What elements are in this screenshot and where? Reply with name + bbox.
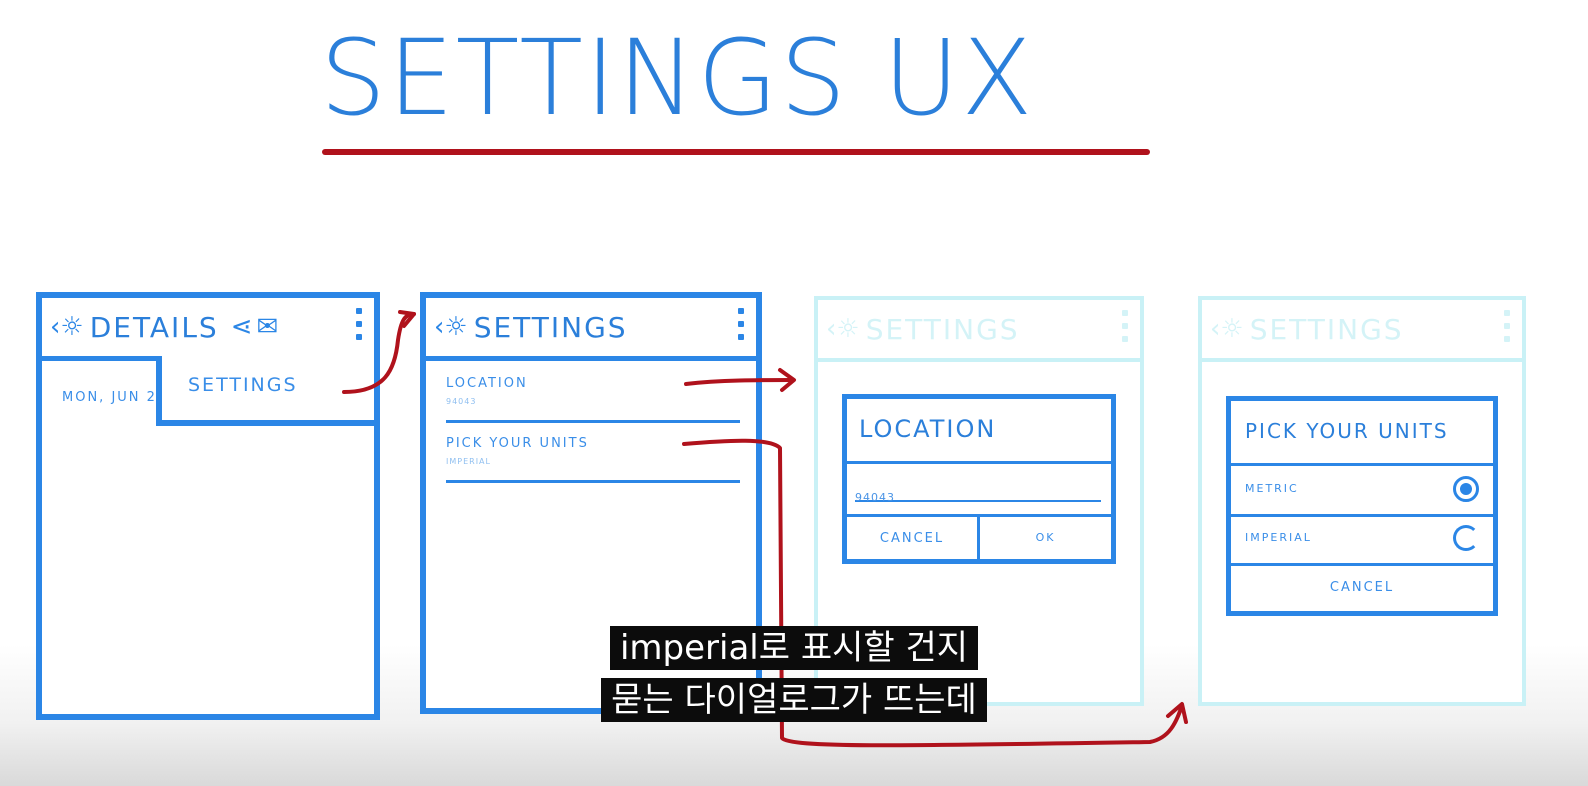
cancel-button: CANCEL	[847, 517, 980, 559]
imperial-radio-unselected	[1453, 525, 1479, 551]
subtitle-text-2: 묻는 다이얼로그가 뜨는데	[601, 678, 987, 722]
location-dialog: LOCATION 94043 CANCEL OK	[842, 394, 1116, 564]
units-cancel-label: CANCEL	[1329, 580, 1395, 595]
settings-title: SETTINGS	[473, 310, 628, 344]
arrowhead-3	[1166, 702, 1188, 724]
back-chevron-icon: ‹	[50, 312, 61, 342]
arrow-location-to-dialog	[684, 378, 794, 386]
location-input-value: 94043	[855, 491, 895, 504]
pref-units-label: PICK YOUR UNITS	[446, 436, 589, 451]
overflow-menu-icon	[1504, 310, 1512, 342]
share-icon: ⋖	[230, 312, 253, 342]
metric-radio-selected	[1453, 476, 1479, 502]
arrowhead-1	[398, 310, 416, 328]
sun-icon: ☼	[836, 314, 860, 344]
arrow-units-to-dialog	[682, 438, 1184, 748]
pref-units: PICK YOUR UNITS IMPERIAL	[446, 436, 740, 483]
faded-settings-title: SETTINGS	[865, 312, 1020, 346]
date-text: MON, JUN 2	[62, 390, 157, 405]
location-input-row: 94043	[847, 464, 1111, 517]
mail-icon: ✉	[256, 312, 279, 342]
pref-units-value: IMPERIAL	[446, 457, 491, 466]
settings-menu-item: SETTINGS	[188, 374, 298, 396]
ok-button: OK	[980, 517, 1111, 559]
overflow-menu-icon	[738, 308, 746, 340]
faded-action-bar: ‹ ☼ SETTINGS	[1202, 300, 1522, 362]
arrow-settings-to-settings-screen	[342, 312, 416, 394]
sun-icon: ☼	[1220, 314, 1244, 344]
overflow-menu-icon	[356, 308, 364, 340]
location-input: 94043	[855, 486, 1101, 504]
sun-icon: ☼	[444, 312, 468, 342]
diagram-title: SETTINGS UX	[320, 17, 1035, 139]
faded-settings-title: SETTINGS	[1249, 312, 1404, 346]
back-chevron-icon: ‹	[434, 312, 445, 342]
units-cancel-button: CANCEL	[1231, 566, 1493, 610]
sun-icon: ☼	[60, 312, 84, 342]
units-dialog-title: PICK YOUR UNITS	[1245, 419, 1449, 443]
subtitle-line-2: 묻는 다이얼로그가 뜨는데	[0, 678, 1588, 722]
title-underline	[322, 149, 1150, 155]
pref-location-label: LOCATION	[446, 376, 528, 391]
phone-details: ‹ ☼ DETAILS ⋖ ✉ MON, JUN 2 SETTINGS	[36, 292, 380, 720]
arrowhead-2	[778, 368, 796, 392]
cancel-label: CANCEL	[879, 531, 945, 546]
faded-action-bar: ‹ ☼ SETTINGS	[818, 300, 1140, 362]
metric-option: METRIC	[1231, 466, 1493, 517]
subtitle-text-1: imperial로 표시할 건지	[609, 626, 979, 670]
location-dialog-header: LOCATION	[847, 399, 1111, 464]
metric-label: METRIC	[1245, 482, 1299, 495]
location-dialog-title: LOCATION	[859, 415, 997, 443]
back-chevron-icon: ‹	[826, 314, 837, 344]
imperial-label: IMPERIAL	[1245, 531, 1312, 544]
pref-location: LOCATION 94043	[446, 376, 740, 423]
overflow-menu-popup: SETTINGS	[156, 356, 374, 426]
subtitle-line-1: imperial로 표시할 건지	[0, 626, 1588, 670]
units-dialog: PICK YOUR UNITS METRIC IMPERIAL CANCEL	[1226, 396, 1498, 616]
units-dialog-header: PICK YOUR UNITS	[1231, 401, 1493, 466]
overflow-menu-icon	[1122, 310, 1130, 342]
details-title: DETAILS	[89, 310, 219, 344]
pref-location-value: 94043	[446, 397, 477, 406]
ok-label: OK	[1035, 531, 1056, 544]
back-chevron-icon: ‹	[1210, 314, 1221, 344]
settings-action-bar: ‹ ☼ SETTINGS	[426, 298, 756, 361]
imperial-option: IMPERIAL	[1231, 517, 1493, 566]
